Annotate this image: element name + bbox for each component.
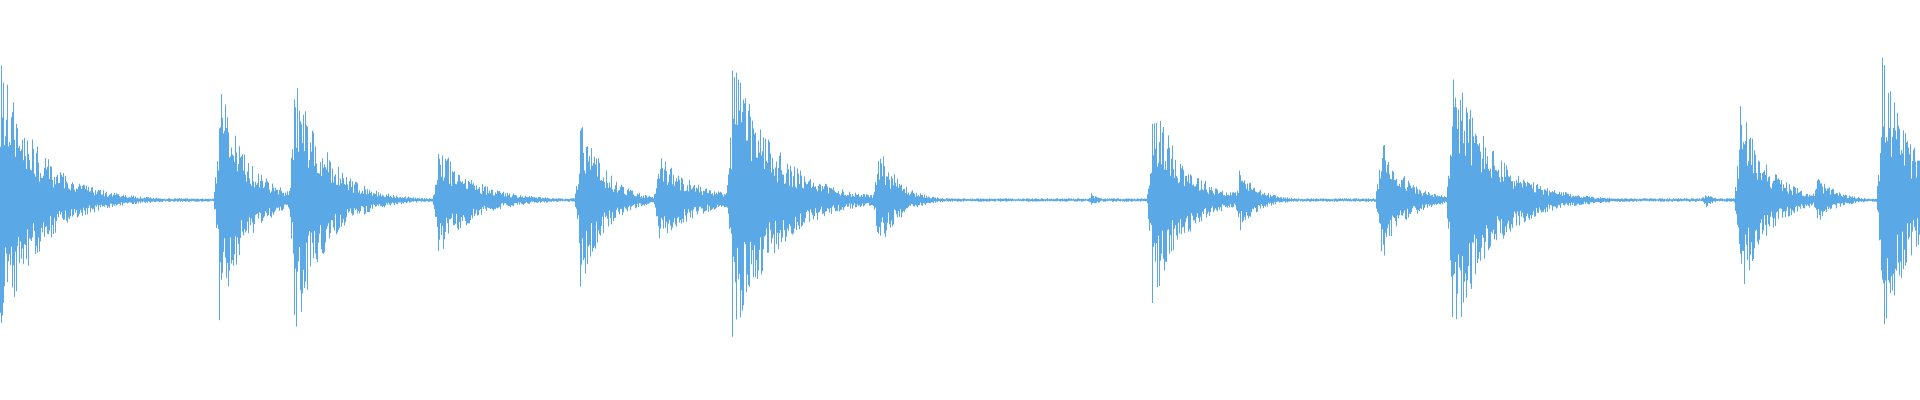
waveform-signal bbox=[0, 57, 1920, 337]
